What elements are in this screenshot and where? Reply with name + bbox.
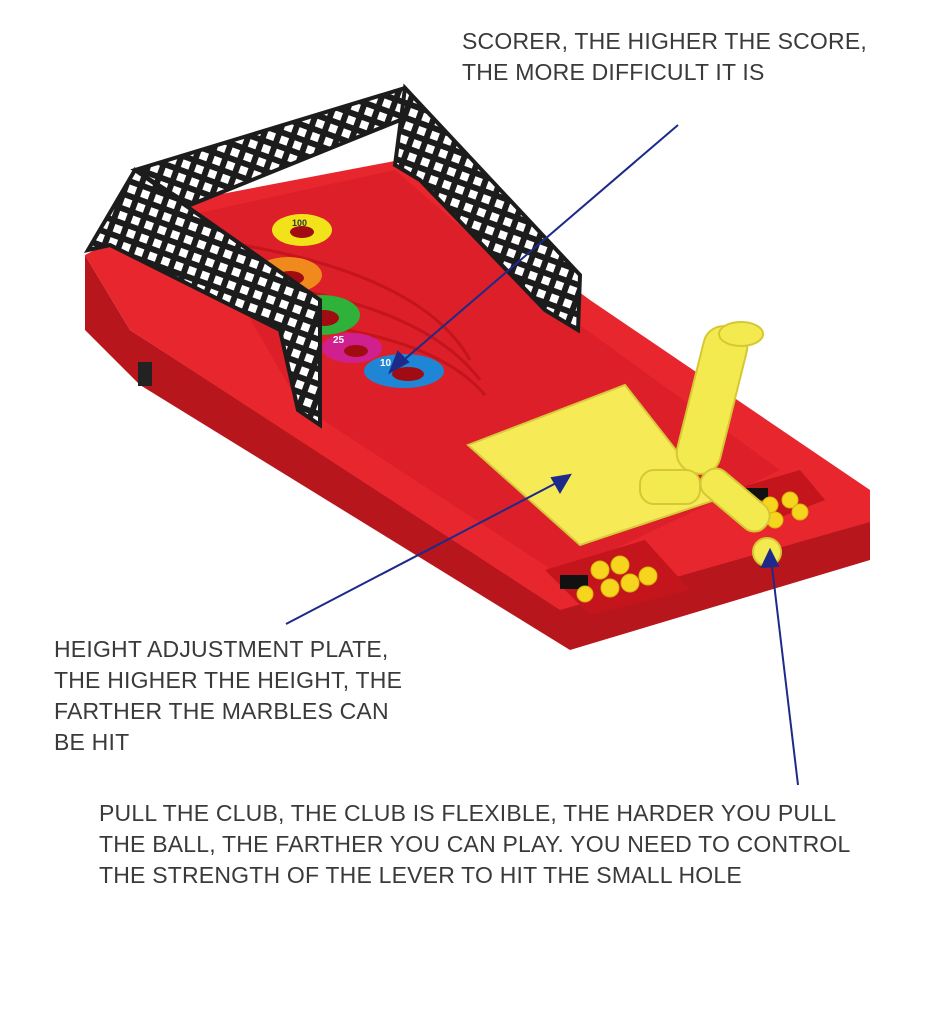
scorer-arrow-head: [388, 350, 410, 375]
plate-arrow: [285, 479, 563, 625]
score-value: 100: [292, 218, 307, 228]
scorer-arrow: [397, 124, 679, 366]
plate-arrow-head: [550, 473, 572, 494]
annotation-line: SCORER, THE HIGHER THE SCORE,: [462, 28, 867, 54]
annotation-line: THE MORE DIFFICULT IT IS: [462, 59, 765, 85]
score-ring-10: 10: [364, 354, 444, 388]
club-arrow: [770, 557, 799, 786]
annotation-line: THE BALL, THE FARTHER YOU CAN PLAY. YOU …: [99, 831, 851, 857]
lane-curve: [209, 238, 472, 361]
board-side: [85, 255, 870, 650]
score-value: 25: [333, 335, 345, 346]
annotation-line: HEIGHT ADJUSTMENT PLATE,: [54, 636, 389, 662]
score-ring-25: 25: [322, 333, 382, 363]
annotation-line: FARTHER THE MARBLES CAN: [54, 698, 389, 724]
score-value: 10: [380, 358, 392, 369]
annotation-line: THE HIGHER THE HEIGHT, THE: [54, 667, 403, 693]
club-arrow-head: [760, 547, 780, 569]
board-leg: [138, 362, 152, 386]
club-annotation: PULL THE CLUB, THE CLUB IS FLEXIBLE, THE…: [99, 798, 850, 891]
club: [639, 321, 782, 567]
annotation-line: PULL THE CLUB, THE CLUB IS FLEXIBLE, THE…: [99, 800, 837, 826]
annotation-line: BE HIT: [54, 729, 130, 755]
scorer-annotation: SCORER, THE HIGHER THE SCORE, THE MORE D…: [462, 26, 867, 88]
annotation-arrows: [285, 124, 799, 786]
right-net: [392, 83, 583, 334]
plate-annotation: HEIGHT ADJUSTMENT PLATE, THE HIGHER THE …: [54, 634, 402, 758]
annotation-line: THE STRENGTH OF THE LEVER TO HIT THE SMA…: [99, 862, 742, 888]
score-ring-100: 100: [272, 214, 332, 246]
tray-hole: [560, 575, 588, 589]
